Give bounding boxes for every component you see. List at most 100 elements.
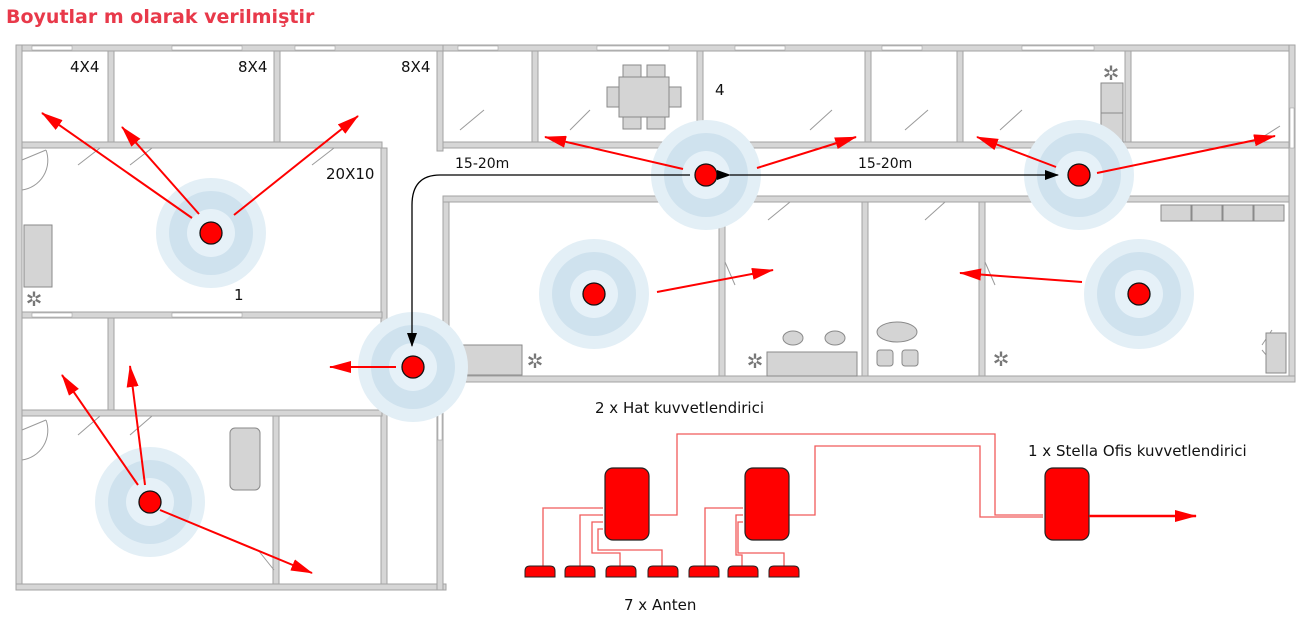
chair <box>646 64 666 78</box>
cabinet <box>1265 332 1287 374</box>
plant-icon: ✲ <box>747 349 764 373</box>
wall <box>273 50 281 148</box>
window <box>457 45 499 51</box>
boosters <box>604 467 1090 541</box>
cable <box>650 433 1043 516</box>
chair <box>606 86 620 108</box>
wall <box>861 201 869 377</box>
door <box>129 415 153 436</box>
door <box>809 109 833 131</box>
desk <box>766 351 858 377</box>
dining-table <box>618 76 670 118</box>
signal-arrow <box>756 136 857 169</box>
antenna-node-icon <box>1127 282 1151 306</box>
window <box>294 45 336 51</box>
signal-nodes <box>95 120 1194 557</box>
door <box>77 415 101 436</box>
plant-icon: ✲ <box>527 349 544 373</box>
wall <box>442 44 1296 52</box>
door <box>311 147 335 166</box>
signal-arrow <box>159 509 313 574</box>
booster-unit-icon <box>1044 467 1090 541</box>
door <box>459 109 485 131</box>
antenna-node-icon <box>199 221 223 245</box>
wall <box>442 141 1290 149</box>
chair <box>622 116 642 130</box>
distance-label: 15-20m <box>858 156 912 172</box>
cabinet <box>1222 204 1254 222</box>
door <box>257 549 275 571</box>
door <box>21 419 49 461</box>
signal-arrow <box>41 112 193 219</box>
antenna-node-icon <box>1067 163 1091 187</box>
sofa <box>457 344 523 376</box>
window <box>171 45 243 51</box>
wall <box>436 50 444 152</box>
signal-arrow <box>544 135 684 170</box>
antenna-icon <box>768 565 800 578</box>
plant-icon: ✲ <box>993 347 1010 371</box>
antenna-icon <box>564 565 596 578</box>
door <box>129 147 153 166</box>
antenna-node-icon <box>401 355 425 379</box>
distance-arrows <box>407 170 1059 347</box>
chair <box>646 116 666 130</box>
signal-arrow <box>233 115 359 216</box>
chair <box>876 349 894 367</box>
signal-arrows <box>41 112 1276 574</box>
door <box>724 261 736 286</box>
antenna-icon <box>605 565 637 578</box>
wall <box>531 50 539 146</box>
window <box>881 45 923 51</box>
wiring <box>542 433 1043 566</box>
distance-label: 15-20m <box>455 156 509 172</box>
cable <box>597 528 663 566</box>
antenna-node-icon <box>694 163 718 187</box>
zone-label: 4 <box>715 81 725 99</box>
chair <box>622 64 642 78</box>
table <box>876 321 918 343</box>
room-label: 20X10 <box>326 165 374 183</box>
chair <box>782 330 804 346</box>
room-label: 8X4 <box>238 58 267 76</box>
chair <box>901 349 919 367</box>
cable <box>737 521 785 566</box>
line-booster-label: 2 x Hat kuvvetlendirici <box>595 399 764 417</box>
wall <box>442 375 1296 383</box>
room-label: 8X4 <box>401 58 430 76</box>
door <box>924 201 946 221</box>
signal-arrow <box>126 365 146 486</box>
stove <box>23 224 53 288</box>
cable <box>704 507 743 566</box>
antennas <box>524 565 800 578</box>
window <box>734 45 786 51</box>
signal-arrow <box>959 268 1083 283</box>
wall <box>442 195 1290 203</box>
plants: ✲ ✲ ✲ ✲ ✲ <box>26 61 1120 373</box>
signal-arrow <box>656 268 774 293</box>
bathtub <box>229 427 261 491</box>
signal-arrow <box>1096 134 1276 174</box>
cable <box>591 521 621 566</box>
window <box>1021 45 1095 51</box>
window <box>596 45 670 51</box>
antenna-icon <box>647 565 679 578</box>
antenna-icon <box>727 565 759 578</box>
wall <box>15 583 447 591</box>
signal-arrow <box>976 136 1057 168</box>
signal-arrow <box>61 374 139 486</box>
antenna-icon <box>524 565 556 578</box>
wall <box>1288 44 1296 378</box>
distance-arrow <box>407 174 690 347</box>
wall <box>864 50 872 146</box>
wall <box>21 409 383 417</box>
fridge <box>1100 82 1124 114</box>
cable <box>735 514 743 566</box>
antenna-label: 7 x Anten <box>624 596 696 614</box>
cable <box>788 445 1043 518</box>
cabinet <box>1160 204 1192 222</box>
antenna-node-icon <box>582 282 606 306</box>
cabinet <box>1253 204 1285 222</box>
window <box>171 312 243 318</box>
